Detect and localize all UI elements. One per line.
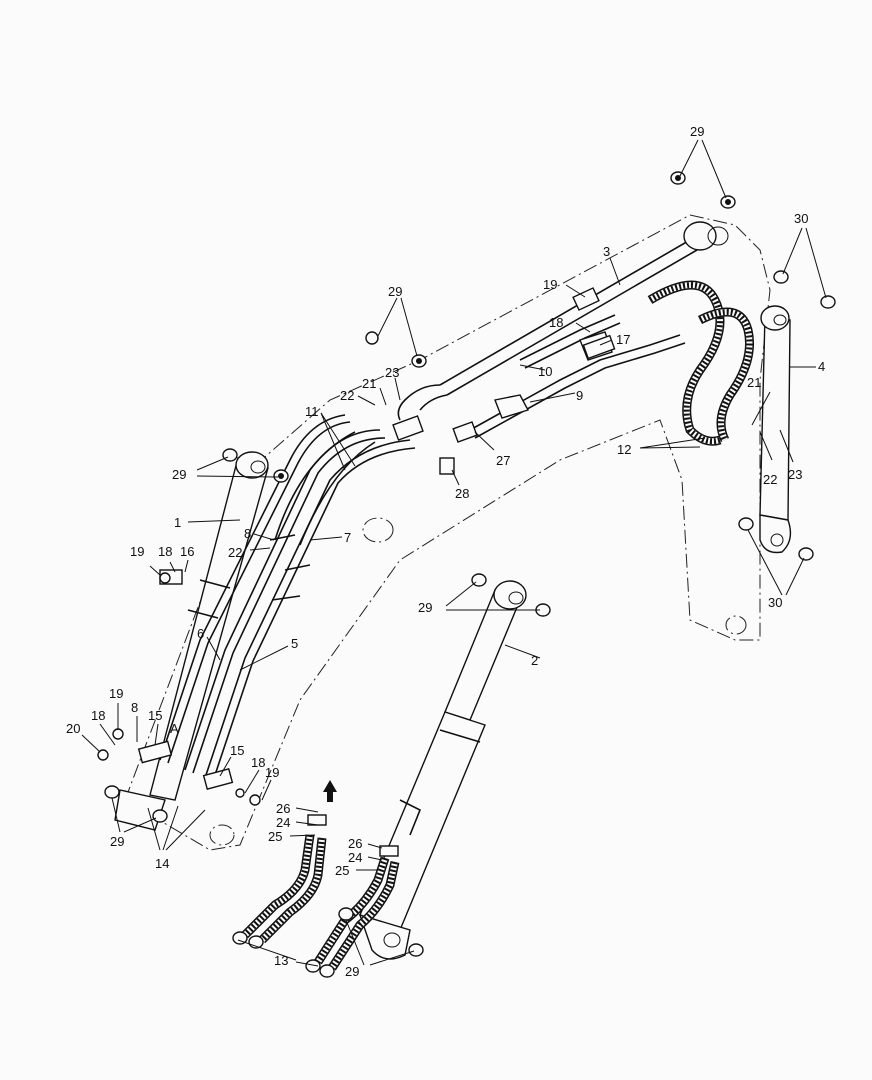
callout-7: 7 <box>344 530 351 545</box>
callout-9: 9 <box>576 388 583 403</box>
callout-20: 20 <box>66 721 80 736</box>
callout-23-mid: 23 <box>385 365 399 380</box>
callout-2: 2 <box>531 653 538 668</box>
callout-25-right: 25 <box>335 863 349 878</box>
part-11-hoses <box>274 431 376 546</box>
callout-25-left: 25 <box>268 829 282 844</box>
callout-29-left: 29 <box>172 467 186 482</box>
callout-21-mid: 21 <box>362 376 376 391</box>
callout-19-left: 19 <box>130 544 144 559</box>
callout-27: 27 <box>496 453 510 468</box>
callout-18-left: 18 <box>158 544 172 559</box>
callout-24-right: 24 <box>348 850 362 865</box>
callout-24-left: 24 <box>276 815 290 830</box>
callout-29-bottom-left: 29 <box>110 834 124 849</box>
callout-14: 14 <box>155 856 169 871</box>
part-12-hoses <box>647 280 755 446</box>
callout-29-bottom-right: 29 <box>345 964 359 979</box>
callout-29-top: 29 <box>690 124 704 139</box>
callout-18-bottom-right: 18 <box>251 755 265 770</box>
callout-16: 16 <box>180 544 194 559</box>
leader-lines <box>81 139 827 967</box>
detail-a-label: A <box>170 721 179 736</box>
boom-phantom-outline <box>124 214 771 851</box>
callout-13: 13 <box>274 953 288 968</box>
callout-26-left: 26 <box>276 801 290 816</box>
callout-30-top: 30 <box>794 211 808 226</box>
callout-15-right: 15 <box>230 743 244 758</box>
part-4-arm-cylinder <box>759 305 792 554</box>
callout-22-left: 22 <box>228 545 242 560</box>
callout-30-bottom: 30 <box>768 595 782 610</box>
callout-29-center: 29 <box>418 600 432 615</box>
callout-labels: 29 30 3 19 29 18 17 4 10 23 21 21 9 22 1… <box>66 124 825 979</box>
pins-and-washers <box>104 171 836 957</box>
fittings <box>97 287 616 857</box>
callout-12: 12 <box>617 442 631 457</box>
callout-4: 4 <box>818 359 825 374</box>
callout-18-top: 18 <box>549 315 563 330</box>
part-13-hoses <box>232 834 400 978</box>
callout-17: 17 <box>616 332 630 347</box>
callout-8-top: 8 <box>244 526 251 541</box>
callout-5: 5 <box>291 636 298 651</box>
callout-18-bottom-left: 18 <box>91 708 105 723</box>
callout-28: 28 <box>455 486 469 501</box>
callout-6: 6 <box>197 626 204 641</box>
part-3-boom-pipe <box>397 221 729 421</box>
callout-29-mid: 29 <box>388 284 402 299</box>
callout-26-right: 26 <box>348 836 362 851</box>
callout-23-right: 23 <box>788 467 802 482</box>
callout-21-right: 21 <box>747 375 761 390</box>
direction-arrow-icon <box>323 780 337 802</box>
pipes-9-10 <box>469 314 686 439</box>
callout-8-bottom: 8 <box>131 700 138 715</box>
part-1-boom-cylinder <box>114 451 269 831</box>
callout-22-mid: 22 <box>340 388 354 403</box>
callout-22-right: 22 <box>763 472 777 487</box>
callout-15-left: 15 <box>148 708 162 723</box>
callout-3: 3 <box>603 244 610 259</box>
callout-11: 11 <box>305 404 319 419</box>
callout-19-bottom-right: 19 <box>265 765 279 780</box>
callout-1: 1 <box>174 515 181 530</box>
callout-19-top: 19 <box>543 277 557 292</box>
callout-10: 10 <box>538 364 552 379</box>
callout-19-bottom-left: 19 <box>109 686 123 701</box>
